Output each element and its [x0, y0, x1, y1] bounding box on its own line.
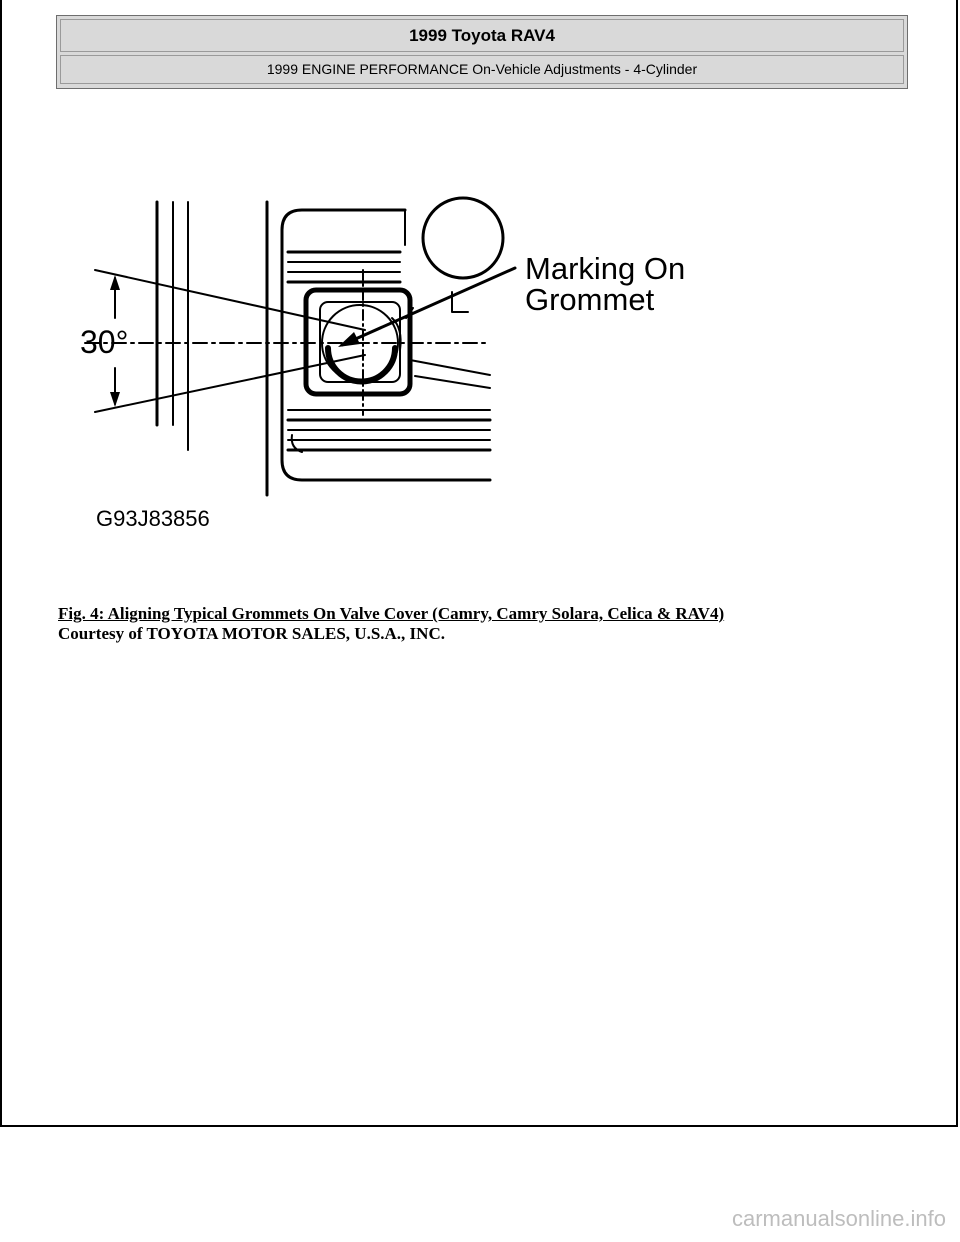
document-subtitle: 1999 ENGINE PERFORMANCE On-Vehicle Adjus… — [60, 55, 904, 84]
watermark: carmanualsonline.info — [731, 1206, 946, 1231]
document-header: 1999 Toyota RAV4 1999 ENGINE PERFORMANCE… — [56, 15, 908, 89]
callout-label-line1: Marking On — [525, 251, 686, 286]
grommet-alignment-figure: 30° Marking On Grommet G93J83856 — [70, 190, 710, 550]
callout-label-line2: Grommet — [525, 282, 655, 317]
document-title: 1999 Toyota RAV4 — [60, 19, 904, 52]
figure-caption: Fig. 4: Aligning Typical Grommets On Val… — [58, 604, 938, 644]
figure-code: G93J83856 — [96, 506, 210, 531]
grommet-diagram — [84, 196, 517, 497]
figure-title: Fig. 4: Aligning Typical Grommets On Val… — [58, 604, 725, 623]
page-frame — [0, 0, 958, 1127]
figure-courtesy: Courtesy of TOYOTA MOTOR SALES, U.S.A., … — [58, 624, 445, 643]
angle-label: 30° — [80, 324, 129, 360]
